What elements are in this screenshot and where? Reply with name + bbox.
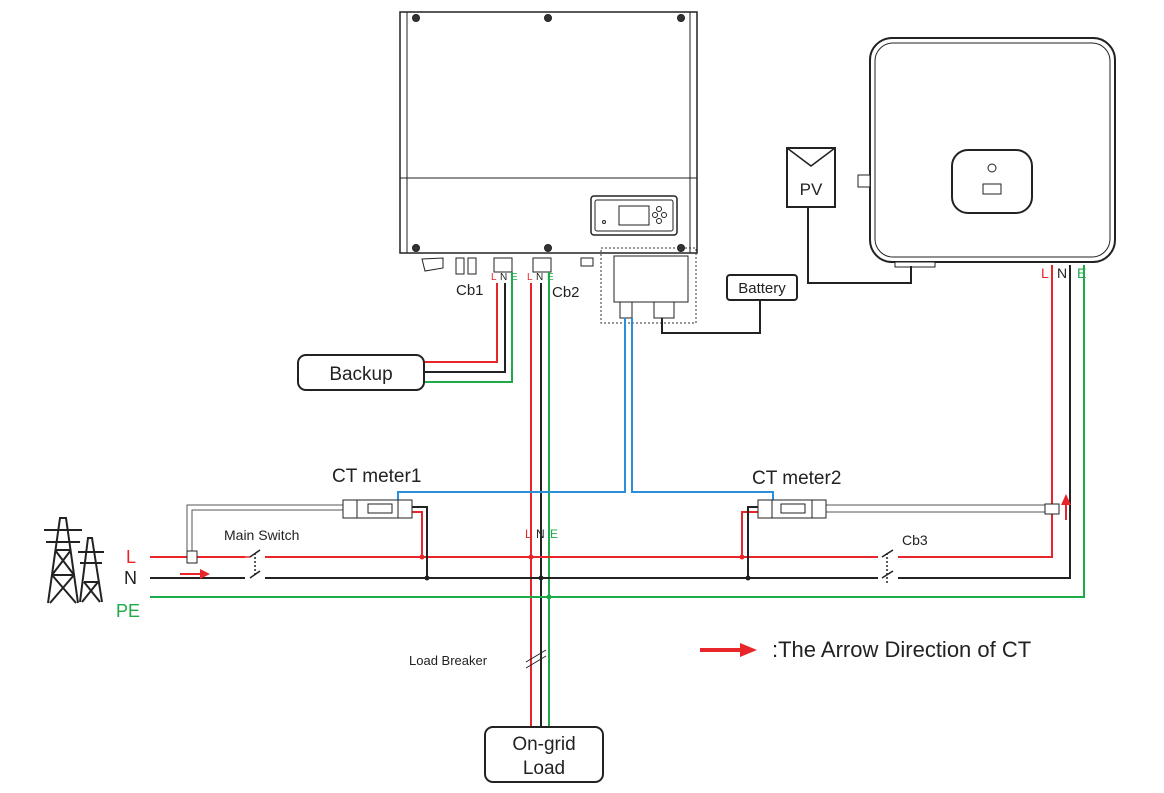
inv-n-label: N bbox=[1057, 265, 1067, 281]
battery-wire bbox=[661, 300, 761, 334]
pv-wire bbox=[807, 207, 912, 284]
on-grid-load-label-2: Load bbox=[523, 758, 565, 779]
backup-label: Backup bbox=[329, 364, 392, 385]
load-l-label: L bbox=[525, 527, 532, 541]
ct-meter1-label: CT meter1 bbox=[332, 466, 421, 487]
pv-inverter-port bbox=[894, 261, 936, 268]
backup-box bbox=[297, 354, 425, 391]
load-e-label: E bbox=[550, 527, 558, 541]
cb3-switch bbox=[878, 549, 898, 585]
comm-box-outline bbox=[600, 247, 697, 324]
pv-inverter-display bbox=[982, 183, 1002, 195]
pv-inverter-inner bbox=[874, 42, 1111, 258]
pv-label: PV bbox=[800, 180, 823, 199]
load-breaker bbox=[525, 649, 547, 669]
battery-label: Battery bbox=[738, 280, 786, 297]
pv-inverter-panel bbox=[951, 149, 1033, 214]
pv-panel-box bbox=[786, 147, 836, 208]
cb1-n-label: N bbox=[500, 272, 507, 283]
inv-e-label: E bbox=[1077, 265, 1086, 281]
legend-arrow-icon bbox=[700, 643, 757, 657]
ct-comm-wires bbox=[397, 318, 774, 502]
junction-dots bbox=[419, 554, 751, 600]
cb1-l-label: L bbox=[491, 272, 497, 283]
ct-meter1 bbox=[342, 499, 413, 519]
ct1-arrow-icon bbox=[180, 569, 210, 579]
cb1-label: Cb1 bbox=[456, 282, 484, 299]
cb1-e-label: E bbox=[511, 272, 518, 283]
main-switch-label: Main Switch bbox=[224, 527, 299, 543]
ct-meter2-label: CT meter2 bbox=[752, 468, 841, 489]
legend-text: :The Arrow Direction of CT bbox=[772, 637, 1031, 662]
ct1-clamp bbox=[186, 550, 198, 564]
meter-taps bbox=[412, 506, 758, 578]
ct-meter2 bbox=[757, 499, 827, 519]
on-grid-load-label-1: On-grid bbox=[512, 734, 575, 755]
power-pylon-icon bbox=[44, 517, 104, 604]
cb2-n-label: N bbox=[536, 272, 543, 283]
ct2-clamp bbox=[1044, 503, 1060, 515]
cb3-label: Cb3 bbox=[902, 532, 928, 548]
backup-wires bbox=[424, 272, 513, 383]
cb2-e-label: E bbox=[547, 272, 554, 283]
cb2-label: Cb2 bbox=[552, 284, 580, 301]
display-panel bbox=[590, 195, 678, 236]
battery-box bbox=[726, 274, 798, 301]
pv-inverter-side-port bbox=[857, 174, 871, 188]
pv-icon bbox=[786, 147, 836, 167]
inv-l-label: L bbox=[1041, 265, 1049, 281]
on-grid-load-box bbox=[484, 726, 604, 783]
grid-l-label: L bbox=[126, 547, 136, 567]
ct2-arrow-icon bbox=[1061, 494, 1071, 520]
main-switch bbox=[245, 549, 265, 581]
logo-icon bbox=[987, 163, 997, 173]
load-breaker-label: Load Breaker bbox=[409, 653, 488, 668]
load-wires bbox=[530, 272, 550, 728]
grid-pe-label: PE bbox=[116, 601, 140, 621]
hybrid-inverter bbox=[399, 11, 698, 319]
cb2-l-label: L bbox=[527, 272, 533, 283]
grid-bus bbox=[150, 265, 1085, 598]
ct-leads bbox=[186, 504, 1045, 552]
load-n-label: N bbox=[536, 527, 545, 541]
grid-n-label: N bbox=[124, 568, 137, 588]
